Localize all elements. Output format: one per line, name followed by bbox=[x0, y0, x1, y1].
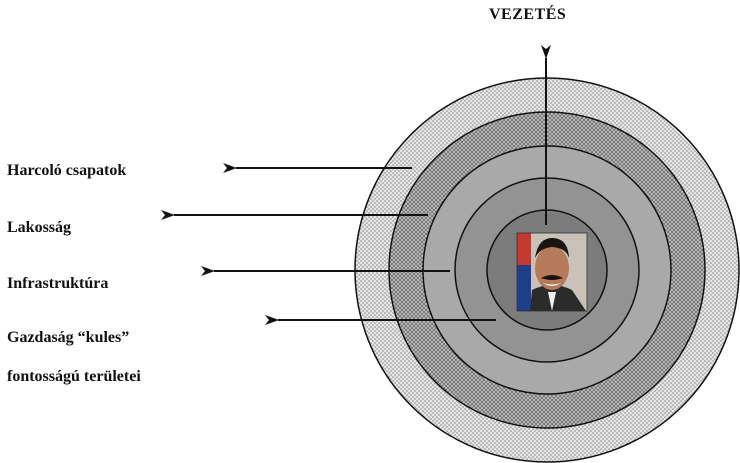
harcolo-csapatok-label: Harcoló csapatok bbox=[7, 162, 127, 179]
lakossag-label: Lakosság bbox=[7, 219, 72, 236]
vezetes-label: VEZETÉS bbox=[489, 6, 567, 23]
leader-portrait-image bbox=[517, 233, 587, 311]
gazdasag-label-line1: Gazdaság “kules” bbox=[7, 329, 130, 346]
gazdasag-label-line2: fontosságú területei bbox=[7, 368, 141, 385]
infrastruktura-label: Infrastruktúra bbox=[7, 275, 109, 292]
